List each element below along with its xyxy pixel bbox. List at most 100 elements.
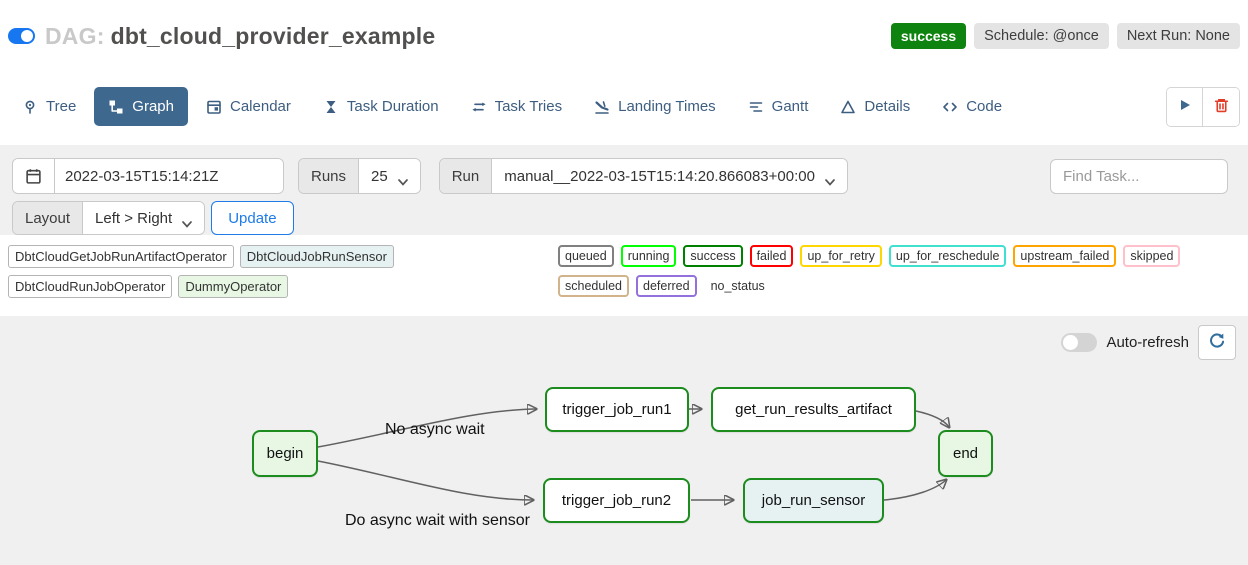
node-job_run_sensor[interactable]: job_run_sensor [743,478,884,523]
code-icon [942,99,958,115]
tab-landing-times[interactable]: Landing Times [580,87,730,126]
graph-icon [108,99,124,115]
calendar-icon[interactable] [13,159,55,193]
dag-prefix-label: DAG: [45,22,105,49]
state-badge-success[interactable]: success [683,245,743,267]
tab-task-duration[interactable]: Task Duration [309,87,453,126]
edge-label-do-async-wait: Do async wait with sensor [345,512,530,529]
edge-label-no-async-wait: No async wait [385,421,485,438]
trash-icon [1213,97,1230,117]
runs-label: Runs [299,159,360,193]
edge-get_run_results_artifact-to-end [915,410,949,427]
state-badge-upstream-failed[interactable]: upstream_failed [1013,245,1117,267]
run-select[interactable]: manual__2022-03-15T15:14:20.866083+00:00 [492,159,847,193]
dag-name: dbt_cloud_provider_example [110,22,436,49]
tab-gantt[interactable]: Gantt [734,87,823,126]
delete-dag-button[interactable] [1203,87,1239,126]
base-date-group [12,158,284,194]
chevron-down-icon [182,215,193,228]
state-badge-up-for-reschedule[interactable]: up_for_reschedule [888,245,1007,267]
dag-edges-canvas [317,316,1248,565]
run-group: Run manual__2022-03-15T15:14:20.866083+0… [438,158,848,194]
tree-pin-icon [22,99,38,115]
dag-header: DAG:dbt_cloud_provider_example success S… [8,14,1240,58]
chevron-down-icon [825,173,835,186]
operator-badge: DbtCloudRunJobOperator [8,275,173,298]
state-badge-deferred[interactable]: deferred [636,275,697,297]
tab-label: Tree [46,98,77,115]
node-begin[interactable]: begin [252,430,318,477]
state-badge-running[interactable]: running [620,245,677,267]
schedule-badge[interactable]: Schedule: @once [974,23,1109,49]
state-badge-scheduled[interactable]: scheduled [558,275,629,297]
hourglass-icon [323,99,339,115]
state-badge-skipped[interactable]: skipped [1123,245,1181,267]
toggle-knob [21,30,33,42]
edge-begin-to-trigger_job_run2 [317,460,533,500]
tab-label: Details [864,98,911,115]
play-icon [1178,98,1192,115]
trigger-dag-button[interactable] [1167,87,1203,126]
autorefresh-controls: Auto-refresh [1061,325,1236,360]
num-runs-select[interactable]: 25 [359,159,420,193]
state-badge-failed[interactable]: failed [749,245,794,267]
layout-label: Layout [13,202,84,234]
repeat-icon [471,99,487,115]
layout-value: Left > Right [95,209,173,227]
details-icon [840,99,856,115]
state-legend: queued running success failed up_for_ret… [558,245,1248,297]
layout-select[interactable]: Left > Right [83,202,205,234]
calendar-icon [206,99,222,115]
tab-label: Code [966,98,1003,115]
edge-begin-to-trigger_job_run1 [317,409,536,448]
layout-group: Layout Left > Right [12,201,206,235]
state-badge-up-for-retry[interactable]: up_for_retry [800,245,882,267]
tab-label: Gantt [771,98,809,115]
node-end[interactable]: end [938,430,993,477]
auto-refresh-toggle[interactable] [1061,333,1098,352]
node-trigger_job_run1[interactable]: trigger_job_run1 [545,387,689,432]
state-badge-no-status[interactable]: no_status [710,279,765,293]
operator-badge: DummyOperator [178,275,289,298]
dag-graph-panel: Auto-refresh No async wait Do async wait… [0,316,1248,565]
dag-action-buttons [1166,86,1240,127]
num-runs-group: Runs 25 [298,158,421,194]
operator-badge: DbtCloudJobRunSensor [239,245,394,268]
legend: DbtCloudGetJobRunArtifactOperator DbtClo… [8,245,1248,307]
tab-graph[interactable]: Graph [94,87,188,126]
tab-label: Graph [132,98,174,115]
run-label: Run [439,159,493,193]
page-title: DAG:dbt_cloud_provider_example [45,23,435,50]
dag-pause-toggle[interactable] [8,28,35,44]
num-runs-value: 25 [371,167,388,185]
refresh-icon [1208,332,1226,353]
edge-job_run_sensor-to-end [883,480,946,501]
tab-task-tries[interactable]: Task Tries [457,87,577,126]
update-button[interactable]: Update [211,201,294,235]
toggle-knob [1063,335,1079,350]
gantt-icon [748,99,764,115]
tab-tree[interactable]: Tree [8,87,90,126]
find-task-input[interactable] [1050,158,1228,194]
auto-refresh-label: Auto-refresh [1106,334,1189,351]
tab-details[interactable]: Details [826,87,924,126]
landing-icon [594,99,610,115]
tab-calendar[interactable]: Calendar [192,87,305,126]
tab-label: Task Tries [494,98,563,115]
tab-code[interactable]: Code [928,87,1016,126]
chevron-down-icon [397,173,408,186]
refresh-button[interactable] [1198,325,1236,360]
run-value: manual__2022-03-15T15:14:20.866083+00:00 [504,167,815,185]
base-date-input[interactable] [55,159,283,193]
state-badge-queued[interactable]: queued [558,245,614,267]
node-get_run_results_artifact[interactable]: get_run_results_artifact [711,387,916,432]
node-trigger_job_run2[interactable]: trigger_job_run2 [543,478,690,523]
view-tabs: Tree Graph Calendar Task Duration Task T… [8,85,1240,128]
tab-label: Calendar [230,98,291,115]
operator-legend: DbtCloudGetJobRunArtifactOperator DbtClo… [8,245,551,298]
tab-label: Task Duration [346,98,439,115]
dag-status-badge[interactable]: success [890,23,967,49]
next-run-badge: Next Run: None [1116,23,1240,49]
tab-label: Landing Times [618,98,716,115]
operator-badge: DbtCloudGetJobRunArtifactOperator [8,245,234,268]
